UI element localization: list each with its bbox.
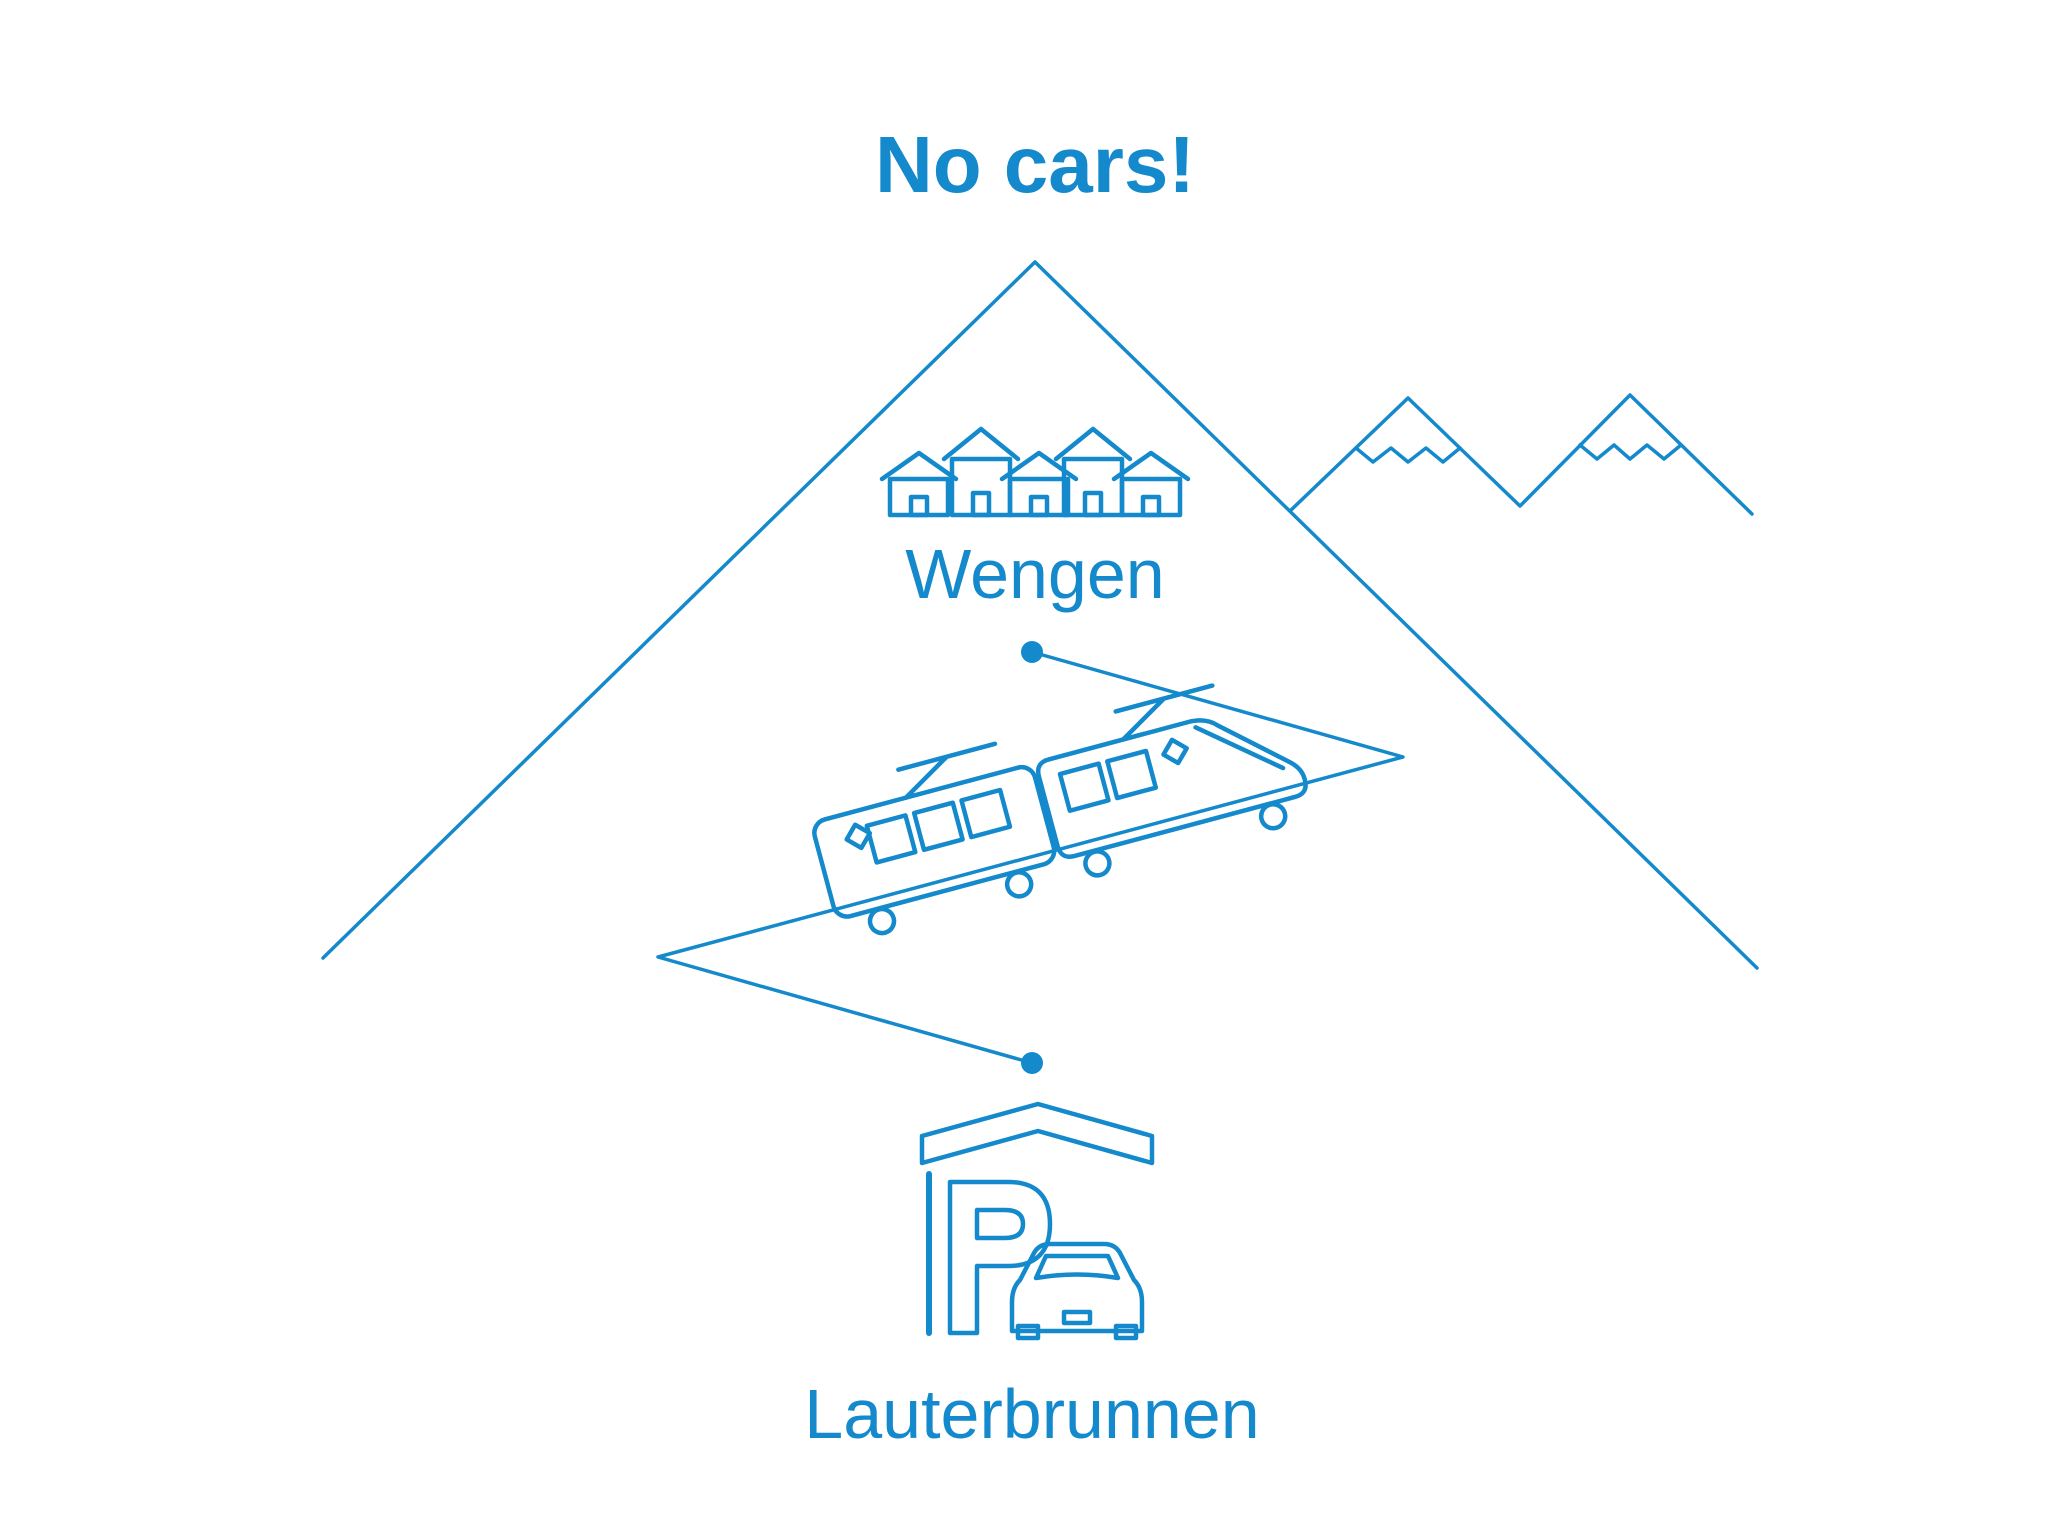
top-station-label: Wengen: [905, 535, 1164, 613]
mountain-outline-icon: [321, 260, 1759, 970]
station-dot-lauterbrunnen: [1021, 1052, 1043, 1074]
house-icon: [944, 429, 1018, 515]
village-houses-icon: [882, 429, 1188, 515]
car-icon: [1009, 1241, 1145, 1341]
snow-capped-peaks-icon: [1288, 393, 1754, 516]
parking-garage-icon: [919, 1101, 1155, 1336]
page-title: No cars!: [875, 120, 1195, 209]
station-dot-wengen: [1021, 641, 1043, 663]
house-icon: [1114, 453, 1188, 515]
cog-railway-zigzag-line: [656, 650, 1405, 1065]
train-icon: [812, 683, 1308, 936]
house-icon: [882, 453, 956, 515]
bottom-station-label: Lauterbrunnen: [804, 1375, 1259, 1453]
